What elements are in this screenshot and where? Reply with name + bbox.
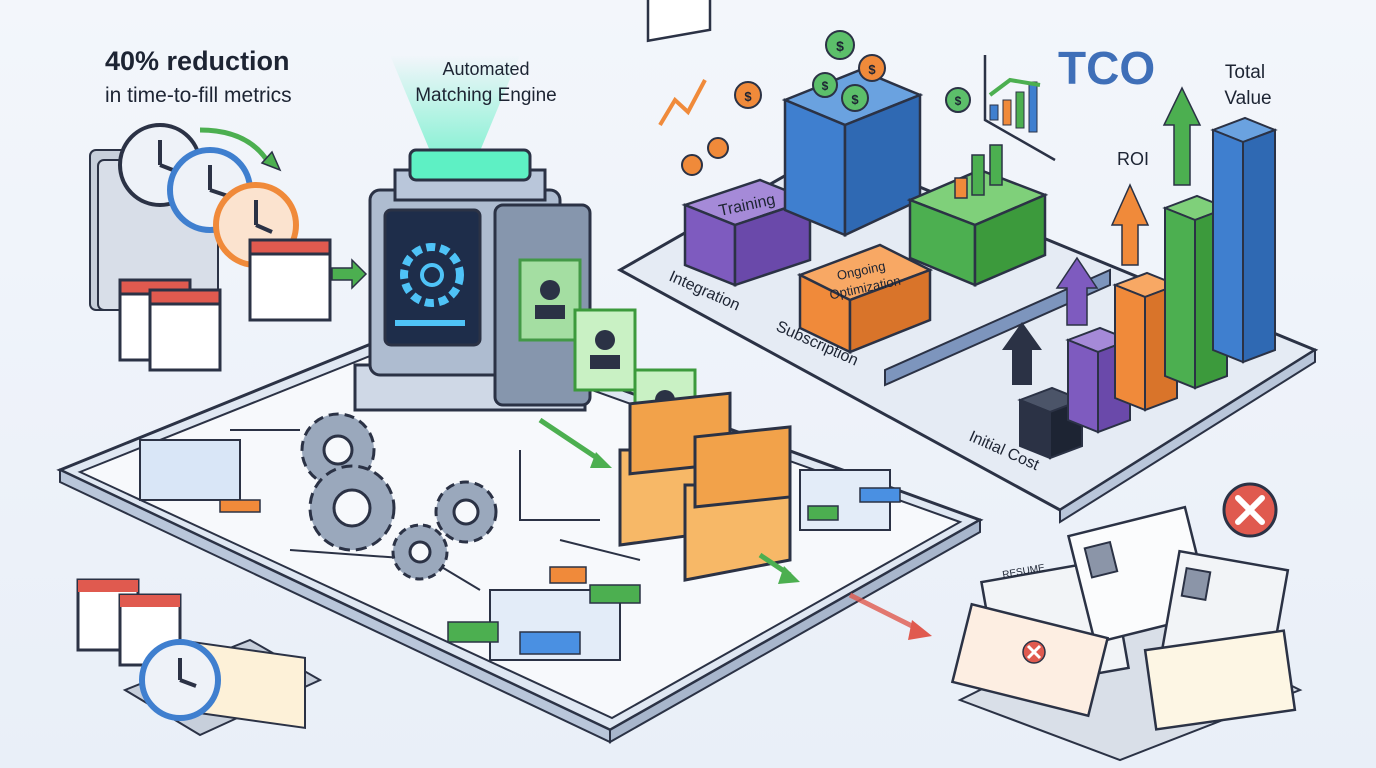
arrow-up-icon bbox=[1110, 183, 1150, 266]
trend-arrow-icon bbox=[646, 0, 712, 127]
dollar-coin-icon: $ bbox=[812, 72, 838, 98]
svg-text:$: $ bbox=[955, 94, 962, 108]
dollar-coin-icon bbox=[707, 137, 729, 159]
mini-bar-chart-icon bbox=[983, 55, 1056, 162]
timeline-bar bbox=[884, 268, 1111, 387]
gear-icon bbox=[391, 523, 449, 581]
block-training bbox=[681, 178, 814, 287]
cost-platform: $ $ $ $ $ $ bbox=[616, 0, 1319, 524]
bar-total-value bbox=[1210, 116, 1278, 364]
label-total-value-line2: Value bbox=[1224, 88, 1271, 109]
ui-card bbox=[139, 439, 241, 501]
arrow-up-icon bbox=[1055, 256, 1099, 326]
gear-cluster bbox=[300, 412, 498, 581]
svg-text:$: $ bbox=[744, 89, 752, 104]
clock-icon bbox=[139, 639, 221, 721]
profile-card-icon bbox=[573, 308, 637, 392]
svg-text:$: $ bbox=[836, 38, 844, 54]
dollar-coin-icon bbox=[681, 154, 703, 176]
workflow-platform bbox=[56, 318, 984, 744]
bar-initial-cost bbox=[1017, 386, 1085, 460]
reject-x-icon bbox=[1222, 482, 1278, 538]
value-bars bbox=[1002, 86, 1278, 460]
rejected-pile bbox=[950, 482, 1303, 762]
svg-text:$: $ bbox=[822, 79, 829, 93]
chart-title-tco: TCO bbox=[1058, 42, 1155, 94]
gear-icon bbox=[434, 480, 498, 544]
reject-x-icon bbox=[1022, 640, 1046, 664]
engine-title-line2: Matching Engine bbox=[415, 85, 557, 106]
profile-card-icon bbox=[518, 258, 582, 342]
time-stack bbox=[89, 123, 368, 372]
folder-icon bbox=[683, 425, 792, 582]
gear-icon bbox=[400, 243, 464, 307]
dollar-coin-icon: $ bbox=[734, 81, 762, 109]
block-ongoing-optimization bbox=[796, 243, 934, 354]
dollar-coin-icon: $ bbox=[945, 87, 971, 113]
dollar-coin-icon: $ bbox=[858, 54, 886, 82]
folder-group bbox=[618, 391, 932, 640]
engine-title-line1: Automated bbox=[442, 59, 529, 79]
block-green bbox=[906, 168, 1049, 287]
arrow-right-icon bbox=[331, 258, 368, 290]
dollar-coin-icon: $ bbox=[825, 30, 855, 60]
arrow-up-icon bbox=[1002, 322, 1042, 385]
label-roi: ROI bbox=[1117, 149, 1149, 169]
gear-icon bbox=[308, 464, 396, 552]
label-total-value-line1: Total bbox=[1225, 62, 1265, 83]
time-stack-small bbox=[76, 578, 323, 737]
calendar-icon bbox=[248, 238, 332, 322]
arrow-up-icon bbox=[1162, 86, 1202, 186]
headline-stat: 40% reduction bbox=[105, 46, 290, 76]
block-blue bbox=[781, 68, 924, 237]
calendar-icon bbox=[148, 288, 222, 372]
svg-text:$: $ bbox=[868, 62, 876, 77]
resume-icon bbox=[1143, 629, 1297, 731]
matching-engine bbox=[353, 55, 592, 412]
headline-subtitle: in time-to-fill metrics bbox=[105, 84, 292, 107]
dollar-coin-icon: $ bbox=[841, 84, 869, 112]
svg-text:$: $ bbox=[851, 92, 859, 107]
